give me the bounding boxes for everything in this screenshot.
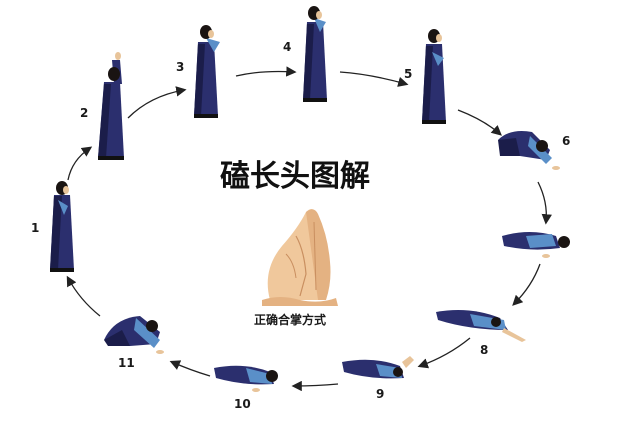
arrow-10-to-11 xyxy=(169,360,211,377)
step-numbers: 1 2 3 4 5 6 8 9 10 11 xyxy=(31,40,570,411)
joined-hands-illustration xyxy=(262,209,338,306)
arrow-4-to-5 xyxy=(339,71,409,87)
step-number-3: 3 xyxy=(176,60,184,74)
step-number-11: 11 xyxy=(118,356,135,370)
figure-step-2 xyxy=(98,52,124,160)
step-number-9: 9 xyxy=(376,387,384,401)
figure-step-6 xyxy=(498,131,560,170)
step-number-1: 1 xyxy=(31,221,39,235)
diagram-title: 磕长头图解 xyxy=(220,159,370,194)
arrow-1-to-2 xyxy=(67,146,93,181)
arrow-11-to-1 xyxy=(66,275,101,317)
figure-step-9 xyxy=(342,356,414,379)
figure-step-8 xyxy=(436,310,526,342)
step-number-2: 2 xyxy=(80,106,88,120)
figure-step-1 xyxy=(50,181,74,272)
step-number-6: 6 xyxy=(562,134,570,148)
step-number-4: 4 xyxy=(283,40,291,54)
step-number-10: 10 xyxy=(234,397,251,411)
arrow-9-to-10 xyxy=(291,380,339,392)
cycle-arrows xyxy=(66,66,552,392)
arrow-7-to-8 xyxy=(512,263,541,306)
figure-step-7 xyxy=(502,232,570,258)
step-number-8: 8 xyxy=(480,343,488,357)
figure-step-11 xyxy=(104,316,164,354)
figure-step-3 xyxy=(194,25,220,118)
arrow-2-to-3 xyxy=(127,86,187,119)
step-number-5: 5 xyxy=(404,67,412,81)
arrow-8-to-9 xyxy=(417,337,471,369)
figure-step-4 xyxy=(303,6,327,102)
arrow-3-to-4 xyxy=(235,66,297,77)
hands-caption: 正确合掌方式 xyxy=(254,312,326,327)
arrow-6-to-7 xyxy=(537,181,552,225)
figure-step-10 xyxy=(214,365,278,392)
arrow-5-to-6 xyxy=(457,109,502,136)
figure-step-5 xyxy=(422,29,446,124)
